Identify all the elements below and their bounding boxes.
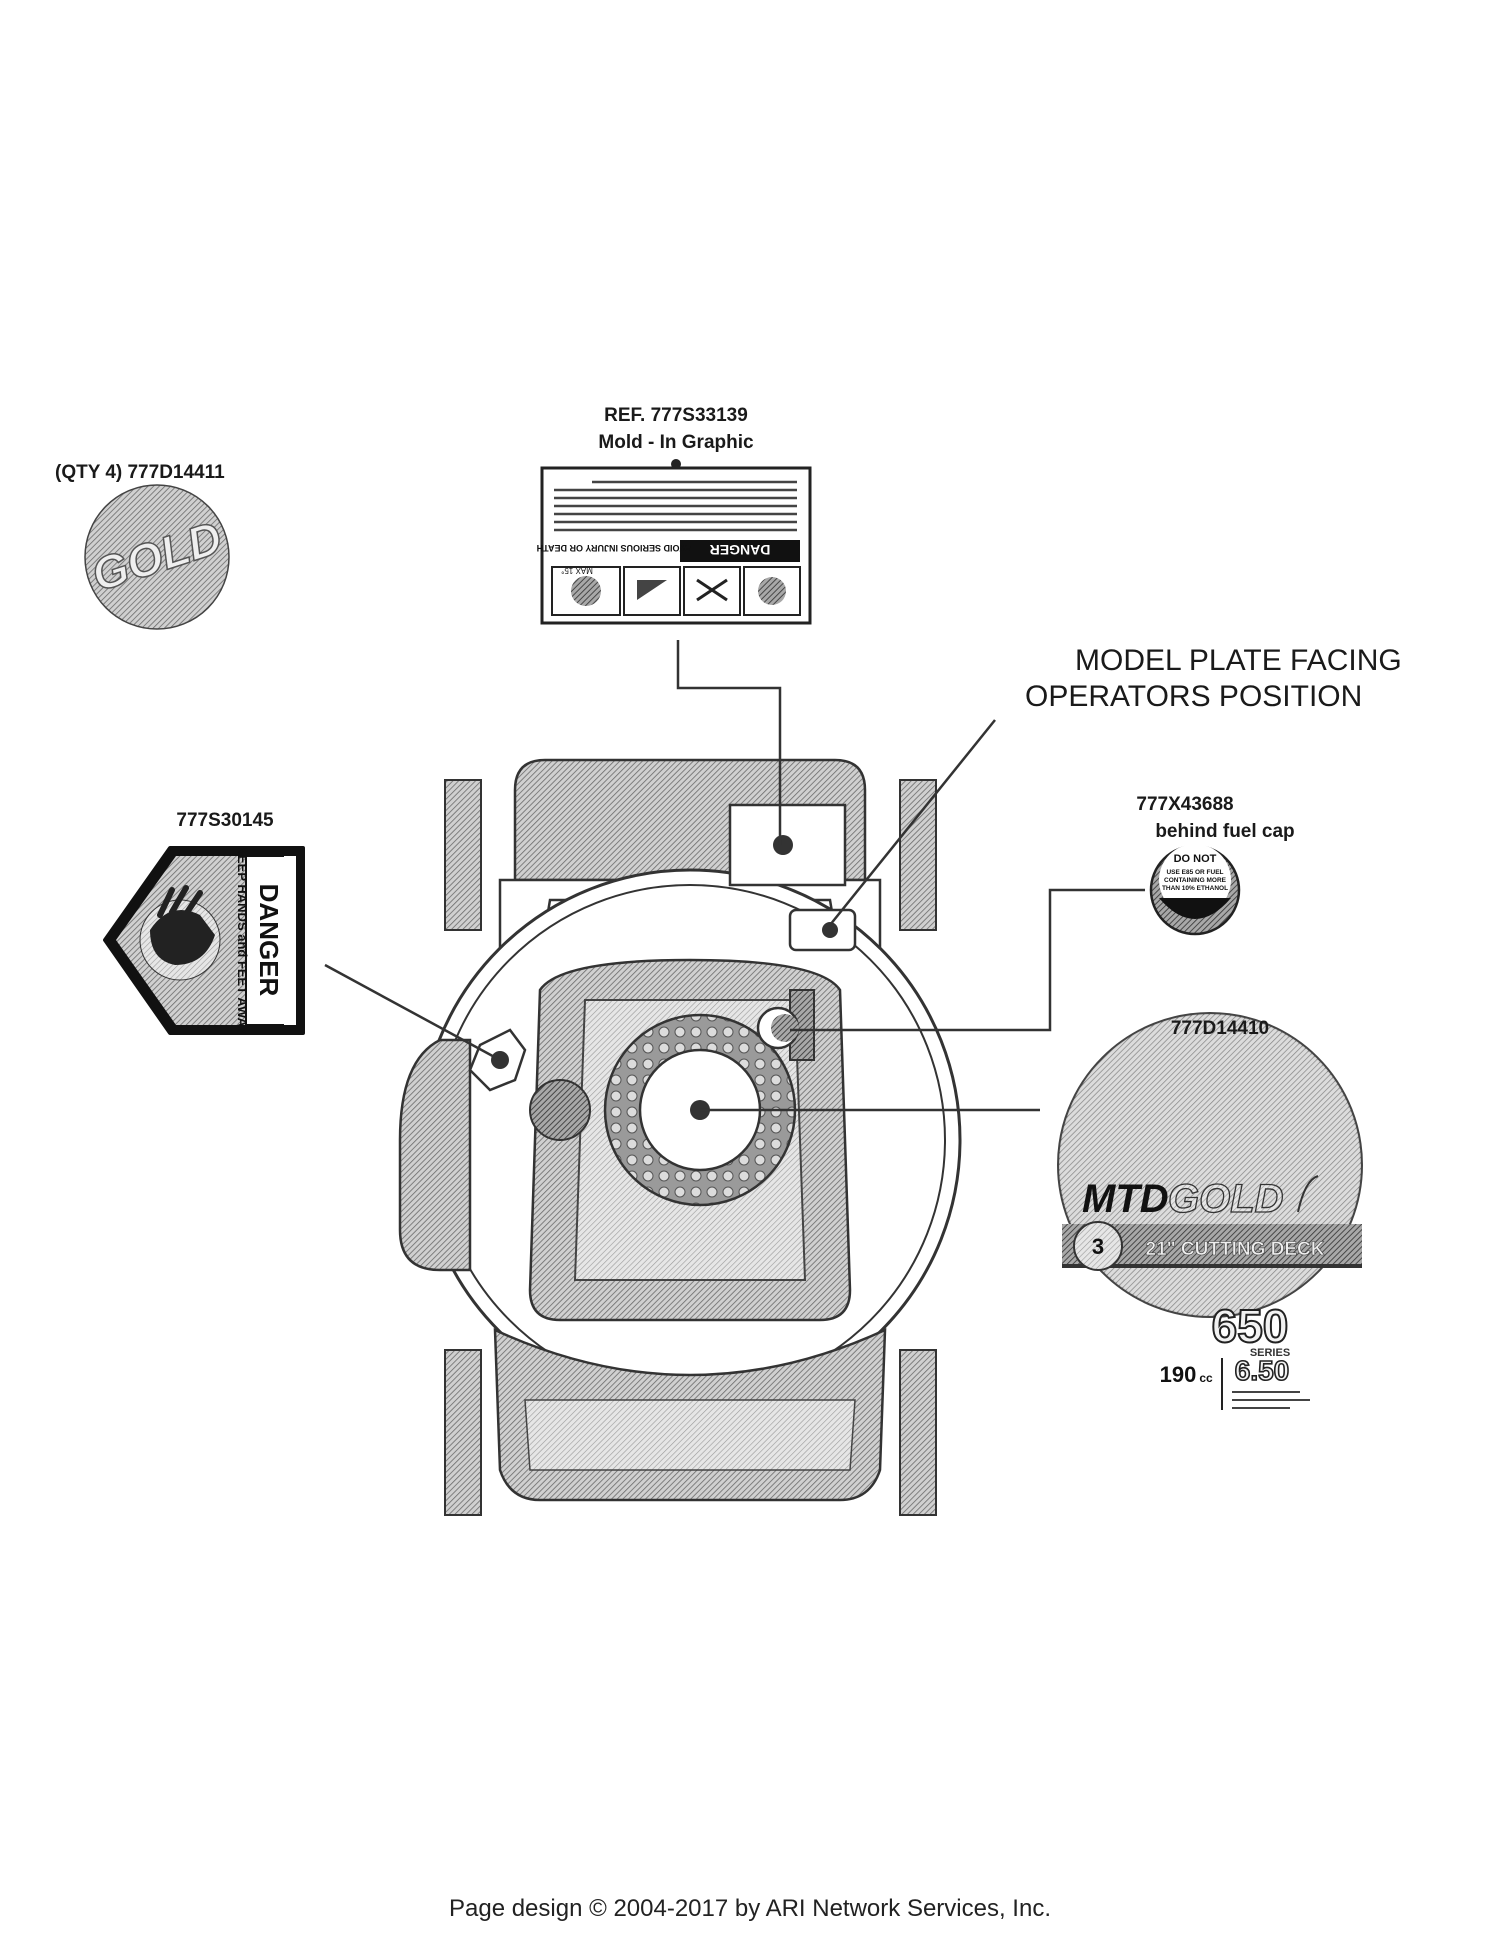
mold-label-max: MAX 15° xyxy=(561,566,593,575)
mtd-gold-deck-decal: MTD GOLD 3 21" CUTTING DECK 650 SERIES 1… xyxy=(1057,1012,1363,1410)
leader-danger-decal xyxy=(324,963,501,1062)
deck-decal-deck: 21" CUTTING DECK xyxy=(1146,1239,1325,1260)
air-filter-knob xyxy=(529,1079,591,1141)
deck-decal-series-word: SERIES xyxy=(1250,1347,1290,1359)
deck-decal-brand2: GOLD xyxy=(1168,1177,1284,1221)
fuel-decal-line1: USE E85 OR FUEL xyxy=(1166,869,1223,876)
callout-fuel-decal: 777X43688 xyxy=(1136,794,1234,815)
mold-label-header: DANGER xyxy=(710,542,771,558)
callout-qty-gold-decal: (QTY 4) 777D14411 xyxy=(55,462,225,483)
fuel-warning-decal: DO NOT USE E85 OR FUEL CONTAINING MORE T… xyxy=(1149,844,1241,936)
fuel-cap-ring xyxy=(771,1014,799,1042)
model-plate-dot xyxy=(822,922,838,938)
leader-model-plate xyxy=(829,719,996,926)
danger-hands-decal: DANGER KEEP HANDS and FEET AWAY xyxy=(103,846,305,1035)
rear-right-wheel xyxy=(899,779,937,931)
front-left-wheel xyxy=(444,1349,482,1516)
gold-decal-disc xyxy=(84,484,230,630)
deck-decal-brand1: MTD xyxy=(1082,1177,1169,1221)
callout-fuel-sub: behind fuel cap xyxy=(1155,821,1295,842)
leader-mold-graphic xyxy=(676,640,782,845)
callout-model-plate-line2: OPERATORS POSITION xyxy=(1025,680,1363,713)
leader-fuel-cap xyxy=(790,888,1145,1032)
page-footer: Page design © 2004-2017 by ARI Network S… xyxy=(448,1895,1051,1922)
mold-graphic-decal: DANGER AVOID SERIOUS INJURY OR DEATH MAX… xyxy=(537,459,812,625)
danger-decal-header: DANGER xyxy=(254,884,284,997)
mold-label-sub: AVOID SERIOUS INJURY OR DEATH xyxy=(537,543,692,553)
deck-decal-torque: 6.50 xyxy=(1235,1355,1290,1386)
deck-decal-series: 650 xyxy=(1212,1300,1289,1352)
front-right-wheel xyxy=(899,1349,937,1516)
fuel-decal-line2: CONTAINING MORE xyxy=(1164,877,1227,884)
fuel-decal-top: DO NOT xyxy=(1174,853,1217,865)
deck-decal-badge: 3 xyxy=(1092,1234,1104,1259)
callout-deck-decal: 777D14410 xyxy=(1170,1018,1270,1039)
callout-model-plate-line1: MODEL PLATE FACING xyxy=(1075,644,1402,677)
callout-mold-sub: Mold - In Graphic xyxy=(598,432,754,453)
callout-danger-decal: 777S30145 xyxy=(176,810,274,831)
side-discharge xyxy=(398,1038,472,1272)
rear-left-wheel xyxy=(444,779,482,931)
fuel-decal-line3: THAN 10% ETHANOL xyxy=(1162,885,1228,892)
front-shroud-inner xyxy=(524,1399,856,1471)
mold-graphic-dot xyxy=(773,835,793,855)
deck-decal-cc: 190 xyxy=(1160,1362,1197,1387)
callout-mold-ref: REF. 777S33139 xyxy=(604,405,748,426)
deck-decal-cc-unit: cc xyxy=(1199,1371,1213,1385)
danger-decal-line1: KEEP HANDS and FEET AWAY xyxy=(235,846,250,1035)
